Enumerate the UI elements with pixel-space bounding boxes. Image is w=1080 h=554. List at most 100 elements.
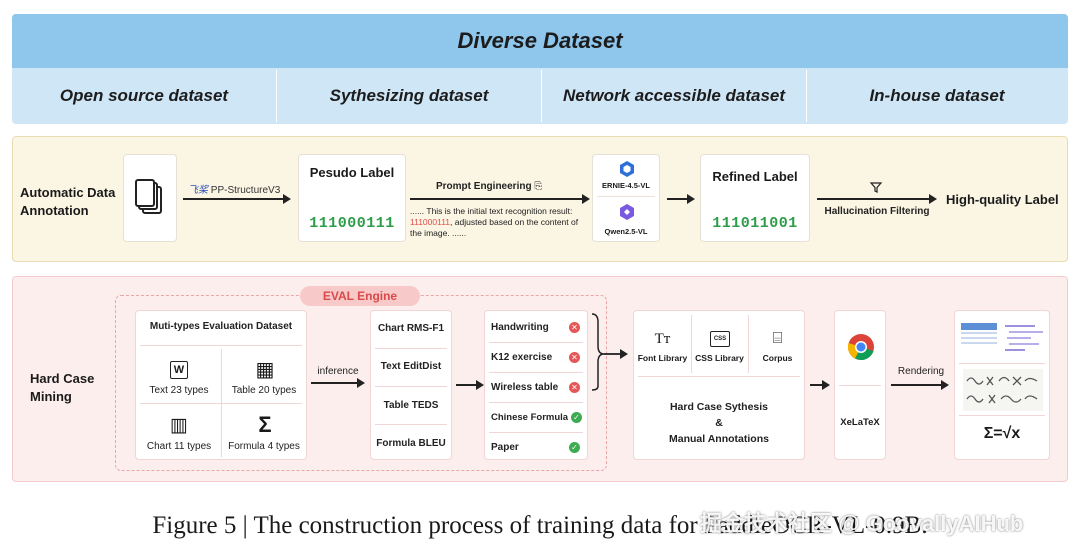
formula-sample: Σ=√x: [983, 425, 1021, 442]
fail-icon: ✕: [569, 382, 580, 393]
ernie-label: ERNIE-4.5-VL: [602, 181, 650, 190]
divider: [489, 342, 583, 343]
hard-case-mining-label: Hard Case Mining: [30, 371, 95, 404]
rendered-table-sample: [961, 317, 1045, 359]
metric-formula: Formula BLEU: [376, 438, 446, 449]
arrow: [891, 384, 941, 386]
clipboard-icon: ⎘: [534, 181, 543, 192]
renderer-card: XeLaTeX: [834, 310, 886, 460]
table-icon: ▦: [255, 358, 275, 381]
sample-line: [961, 337, 997, 339]
divider: [375, 424, 447, 425]
dataset-in-house: In-house dataset: [869, 86, 1005, 105]
refined-label-card: Refined Label 111011001: [700, 154, 810, 242]
pass-icon: ✓: [571, 412, 582, 423]
case-paper: Paper: [491, 442, 519, 453]
watermark: 掘金技术社区 @ GoovallyAIHub: [700, 511, 1024, 536]
arrow-head: [582, 194, 590, 204]
formula-types-label: Formula 4 types: [228, 441, 300, 452]
arrow-head: [941, 380, 949, 390]
case-chinese-formula: Chinese Formula: [491, 412, 569, 423]
divider: [140, 345, 302, 346]
divider: [806, 70, 807, 122]
inference-label: inference: [317, 366, 359, 377]
prompt-text-number: 111000111: [410, 217, 451, 227]
prompt-text-post: , adjusted based on the content of the i…: [410, 217, 579, 238]
divider: [375, 386, 447, 387]
case-handwriting: Handwriting: [491, 322, 549, 333]
divider: [691, 315, 692, 373]
divider: [489, 432, 583, 433]
figure-caption: Figure 5 | The construction process of t…: [152, 512, 928, 539]
arrow-head: [687, 194, 695, 204]
hard-cases-card: Handwriting ✕ K12 exercise ✕ Wireless ta…: [484, 310, 588, 460]
divider: [959, 363, 1045, 364]
arrow: [810, 384, 824, 386]
synthesis-line3: Manual Annotations: [669, 433, 769, 445]
fail-icon: ✕: [569, 322, 580, 333]
dataset-network: Network accessible dataset: [562, 86, 786, 105]
metric-chart: Chart RMS-F1: [377, 323, 445, 334]
sigma-icon: Σ: [258, 412, 272, 437]
arrow: [817, 198, 929, 200]
pseudo-label-title: Pesudo Label: [309, 165, 395, 180]
font-icon: Tт: [654, 331, 671, 347]
qwen-icon: [620, 204, 634, 220]
dataset-synthesizing: Sythesizing dataset: [329, 86, 489, 105]
sample-code-line: [1005, 325, 1035, 327]
prompt-text-pre: ...... This is the initial text recognit…: [410, 206, 573, 216]
ernie-icon: [620, 161, 634, 177]
divider: [597, 196, 655, 197]
corpus-icon: ⌸: [772, 330, 783, 347]
rendering-label: Rendering: [897, 366, 945, 377]
sample-header-bar: [961, 323, 997, 330]
metrics-card: Chart RMS-F1 Text EditDist Table TEDS Fo…: [370, 310, 452, 460]
paddle-logo-text: 飞桨: [188, 185, 208, 196]
chart-icon: ▥: [170, 414, 188, 436]
metric-table: Table TEDS: [383, 400, 439, 411]
pass-icon: ✓: [569, 442, 580, 453]
arrow-head: [357, 378, 365, 388]
word-icon: W: [170, 361, 188, 379]
sample-code-line: [1005, 349, 1025, 351]
table-types-label: Table 20 types: [231, 385, 297, 396]
divider: [221, 349, 222, 457]
arrow: [667, 198, 687, 200]
font-library-label: Font Library: [637, 353, 688, 363]
arrow: [311, 382, 357, 384]
divider: [489, 372, 583, 373]
arrow-head: [822, 380, 830, 390]
sample-line: [961, 342, 997, 344]
vlm-models-card: ERNIE-4.5-VL Qwen2.5-VL: [592, 154, 660, 242]
high-quality-label: High-quality Label: [946, 192, 1059, 207]
arrow: [456, 384, 476, 386]
hallucination-filtering-label: Hallucination Filtering: [824, 206, 930, 217]
metric-text: Text EditDist: [380, 361, 442, 372]
sample-code-line: [1007, 337, 1031, 339]
synthesis-line1: Hard Case Sythesis: [669, 401, 769, 413]
pseudo-label-card: Pesudo Label 111000111: [298, 154, 406, 242]
divider: [839, 385, 881, 386]
paddle-logo: 飞桨 PP-StructureV3: [188, 181, 280, 196]
divider: [276, 70, 277, 122]
arrow-head: [929, 194, 937, 204]
xelatex-label: XeLaTeX: [840, 417, 880, 428]
dataset-open-source: Open source dataset: [59, 86, 229, 105]
refined-label-title: Refined Label: [712, 169, 798, 184]
divider: [489, 402, 583, 403]
corpus-label: Corpus: [762, 353, 793, 363]
sample-code-line: [1009, 343, 1039, 345]
divider: [748, 315, 749, 373]
arrow-head: [283, 194, 291, 204]
pseudo-label-value: 111000111: [309, 215, 395, 232]
divider: [375, 348, 447, 349]
case-wireless-table: Wireless table: [491, 382, 559, 393]
sample-line: [961, 332, 997, 334]
text-types-label: Text 23 types: [149, 385, 209, 396]
filter-icon: [870, 182, 882, 193]
annotation-label: Automatic Data Annotation: [20, 185, 116, 218]
divider: [959, 415, 1045, 416]
sample-code-line: [1009, 331, 1043, 333]
divider: [638, 376, 800, 377]
documents-icon: [135, 179, 162, 214]
